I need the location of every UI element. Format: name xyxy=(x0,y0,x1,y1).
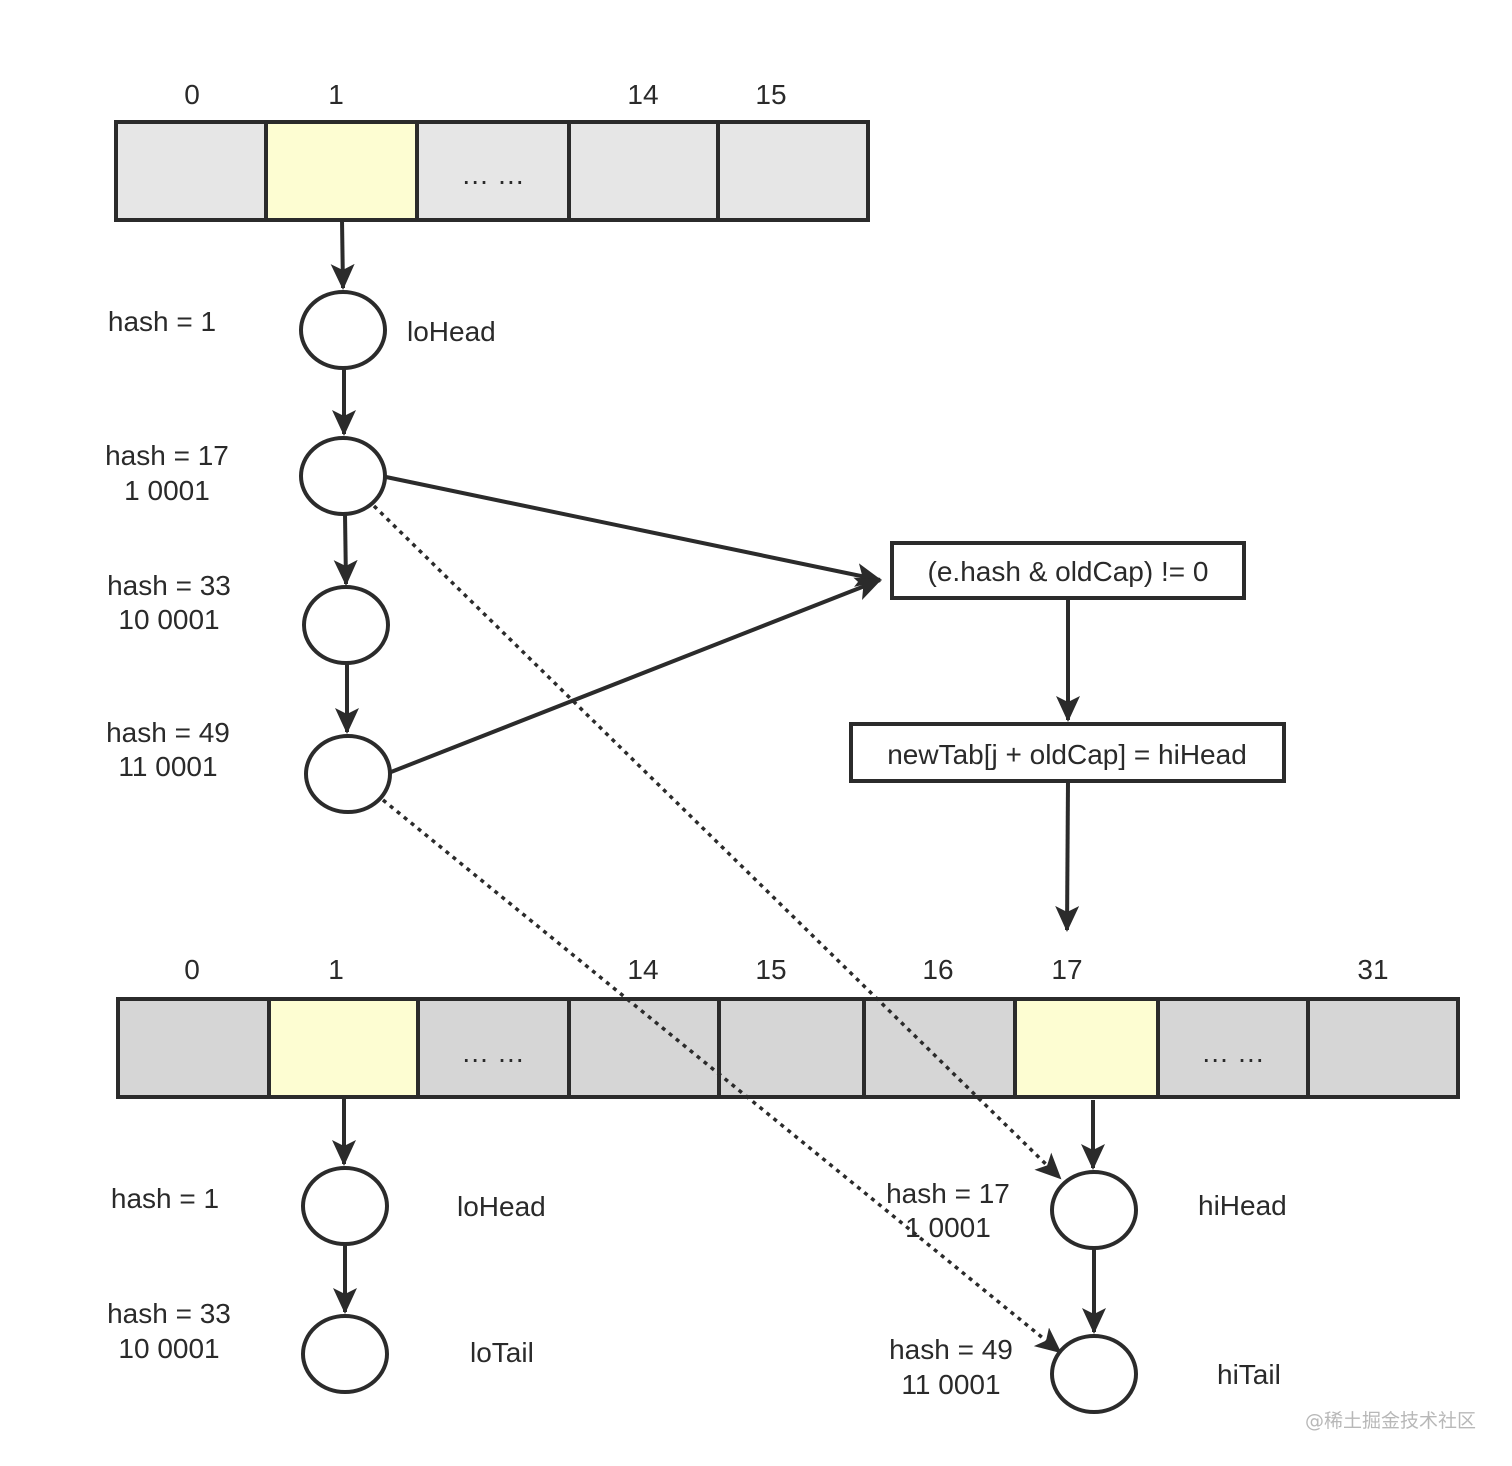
old-node-17-binary: 1 0001 xyxy=(124,475,210,506)
lo-list: hash = 1 loHead hash = 33 10 0001 loTail xyxy=(107,1097,546,1394)
new-index-14: 14 xyxy=(627,954,658,985)
node-17-to-hi-head-dotted-arrow xyxy=(372,504,1062,1180)
new-index-0: 0 xyxy=(184,954,200,985)
hi-tail-node xyxy=(1050,1334,1138,1414)
migration-arrows xyxy=(372,504,1062,1354)
new-index-16: 16 xyxy=(922,954,953,985)
lo-tail-node xyxy=(301,1314,389,1394)
old-node-33-binary: 10 0001 xyxy=(118,604,219,635)
old-chain-arrow-2 xyxy=(333,513,358,586)
new-index-17: 17 xyxy=(1051,954,1082,985)
old-slot-14 xyxy=(567,120,720,222)
new-ellipsis-left: … … xyxy=(461,1037,525,1068)
new-slot-ellipsis-right xyxy=(1156,997,1310,1099)
lo-tail-hash: hash = 33 xyxy=(107,1298,231,1329)
old-node-hash-1 xyxy=(299,290,387,370)
hi-list: hash = 17 1 0001 hiHead hash = 49 11 000… xyxy=(886,1100,1287,1414)
new-slot-17 xyxy=(1013,997,1160,1099)
new-slot-1 xyxy=(267,997,420,1099)
assignment-text: newTab[j + oldCap] = hiHead xyxy=(887,739,1247,770)
new-slot-16 xyxy=(862,997,1017,1099)
hi-tail-hash: hash = 49 xyxy=(889,1334,1013,1365)
old-index-1: 1 xyxy=(328,79,344,110)
node-49-to-condition-arrow xyxy=(390,577,882,774)
assignment-box xyxy=(849,722,1286,783)
old-node-17-hash: hash = 17 xyxy=(105,440,229,471)
old-slot-0 xyxy=(114,120,268,222)
hi-tail-role: hiTail xyxy=(1217,1359,1281,1390)
old-slot-ellipsis xyxy=(415,120,571,222)
condition-flow: (e.hash & oldCap) != 0 newTab[j + oldCap… xyxy=(385,475,1286,932)
old-index-0: 0 xyxy=(184,79,200,110)
old-ellipsis: … … xyxy=(461,159,525,190)
old-index-14: 14 xyxy=(627,79,658,110)
condition-text: (e.hash & oldCap) != 0 xyxy=(928,556,1209,587)
new-index-1: 1 xyxy=(328,954,344,985)
hi-head-role: hiHead xyxy=(1198,1190,1287,1221)
new-slot-14 xyxy=(567,997,721,1099)
assignment-to-slot-17-arrow xyxy=(1055,780,1080,932)
old-node-hash-33 xyxy=(302,585,390,665)
old-node-hash-17 xyxy=(299,436,387,516)
new-slot-0 xyxy=(116,997,271,1099)
lo-head-role: loHead xyxy=(457,1191,546,1222)
old-table: 0 1 14 15 … … xyxy=(114,79,870,222)
old-slot-15 xyxy=(716,120,870,222)
hi-tail-binary: 11 0001 xyxy=(901,1369,1000,1400)
old-slot-1 xyxy=(264,120,419,222)
node-49-to-hi-tail-dotted-arrow xyxy=(381,798,1062,1354)
new-slot-31 xyxy=(1306,997,1460,1099)
hi-head-hash: hash = 17 xyxy=(886,1178,1010,1209)
lo-tail-binary: 10 0001 xyxy=(118,1333,219,1364)
old-chain: hash = 1 loHead hash = 17 1 0001 hash = … xyxy=(105,219,496,814)
old-node-1-hash: hash = 1 xyxy=(108,306,216,337)
lo-tail-role: loTail xyxy=(470,1337,534,1368)
new-index-15: 15 xyxy=(755,954,786,985)
lo-head-node xyxy=(301,1166,389,1246)
old-node-33-hash: hash = 33 xyxy=(107,570,231,601)
watermark-text: @稀土掘金技术社区 xyxy=(1305,1410,1476,1432)
old-index-15: 15 xyxy=(755,79,786,110)
lo-head-hash: hash = 1 xyxy=(111,1183,219,1214)
new-slot-ellipsis-left xyxy=(416,997,571,1099)
old-slot-to-node-arrow xyxy=(330,219,355,290)
new-index-31: 31 xyxy=(1357,954,1388,985)
old-node-hash-49 xyxy=(304,734,392,814)
new-slot-15 xyxy=(717,997,866,1099)
new-table: 0 1 14 15 16 17 31 … … … … xyxy=(116,954,1460,1099)
hi-head-binary: 1 0001 xyxy=(905,1212,991,1243)
old-node-49-binary: 11 0001 xyxy=(118,751,217,782)
new-ellipsis-right: … … xyxy=(1201,1037,1265,1068)
node-17-to-condition-arrow xyxy=(385,475,882,587)
hi-head-node xyxy=(1050,1170,1138,1250)
condition-box xyxy=(890,541,1246,600)
old-node-1-role: loHead xyxy=(407,316,496,347)
old-node-49-hash: hash = 49 xyxy=(106,717,230,748)
